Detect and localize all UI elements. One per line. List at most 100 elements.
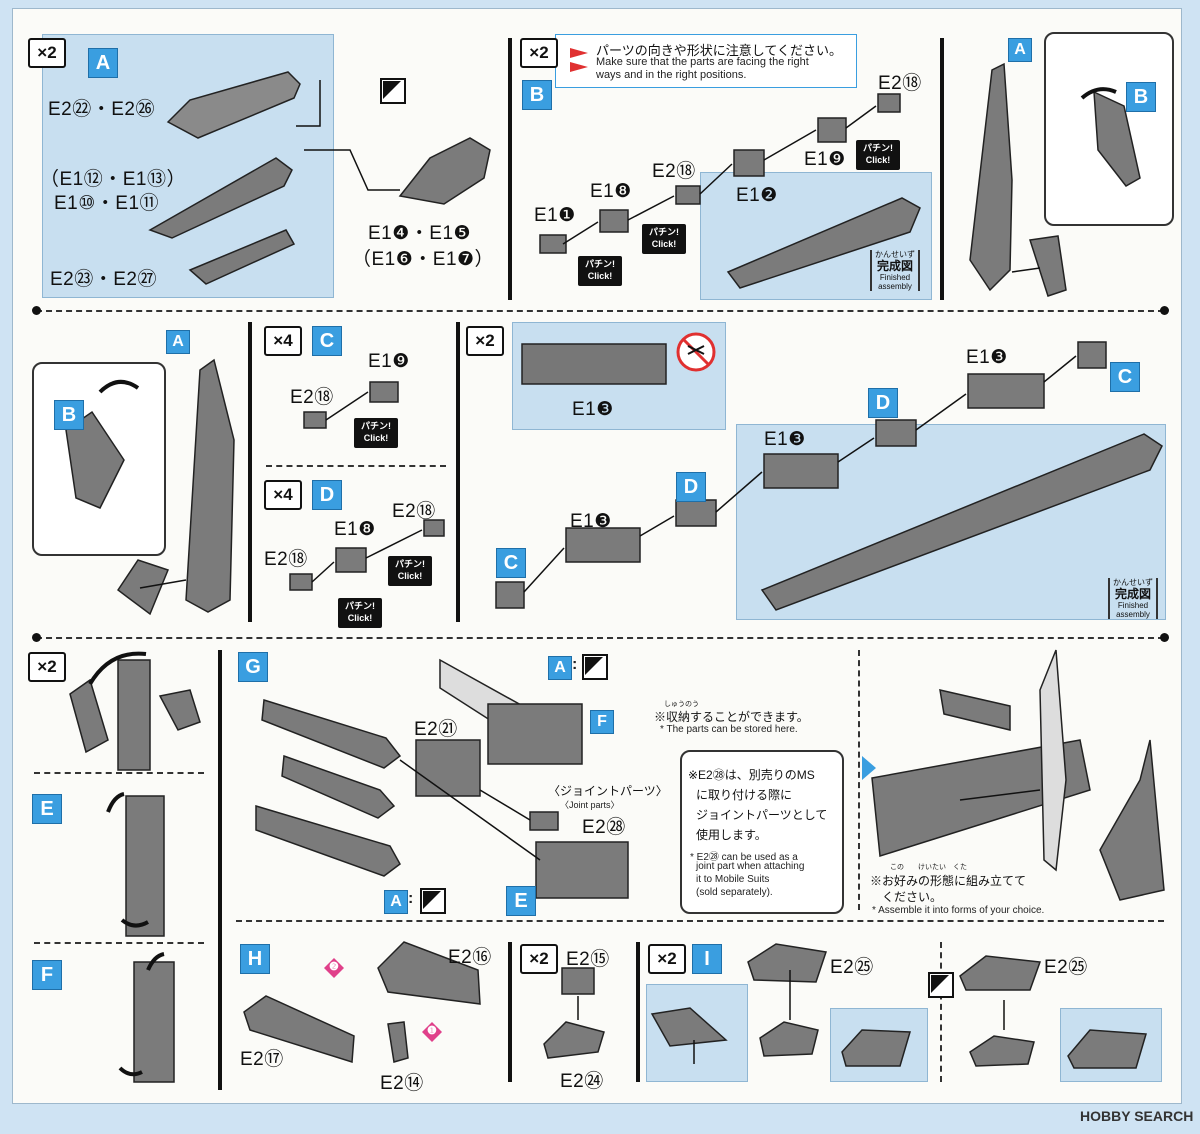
caution-en-1: Make sure that the parts are facing the …: [596, 56, 809, 68]
watermark: HOBBY SEARCH: [1080, 1108, 1194, 1124]
long-barrel-2: [185, 358, 235, 613]
qty-x2: ×2: [28, 38, 66, 68]
finished-assembly-label: かんせいず 完成図 Finished assembly: [1108, 578, 1158, 619]
step-e-badge: E: [506, 886, 536, 916]
part-label: E1❸: [966, 347, 1008, 368]
part-label: E2㉑: [414, 719, 458, 740]
fold-arrow: [88, 651, 147, 686]
choice-kana: この けいたい くた: [890, 864, 967, 871]
click-badge: パチン!Click!: [642, 224, 686, 254]
step-divider: [508, 38, 512, 300]
step-g-badge: G: [238, 652, 268, 682]
qty-x4: ×4: [264, 480, 302, 510]
step-c-badge: C: [496, 548, 526, 578]
part-label: E1❸: [570, 511, 612, 532]
qty-x2: ×2: [520, 944, 558, 974]
row-divider-1: [36, 310, 1164, 312]
joint-note-2: に取り付ける際に: [696, 788, 793, 802]
part-label: E1❽: [334, 519, 376, 540]
sub-divider: [236, 920, 1164, 922]
choice-note-jp-2: ください。: [882, 890, 943, 904]
part-label: E2㉓・E2㉗: [50, 269, 157, 290]
mount-part: [398, 137, 491, 205]
step-b-badge: B: [522, 80, 552, 110]
leader-line: [304, 149, 400, 191]
step-divider: [218, 650, 222, 1090]
step-divider: [248, 322, 252, 622]
divider-dot: [1160, 306, 1169, 315]
part-label: E2⑯: [448, 947, 492, 968]
step-b-badge: B: [54, 400, 84, 430]
step-b-badge: B: [1126, 82, 1156, 112]
joint-parts-en: 〈Joint parts〉: [560, 800, 620, 810]
detail-part-2: [1029, 235, 1067, 297]
rifle-upper: [377, 941, 481, 1005]
divider-dot: [1160, 633, 1169, 642]
part-label: E1❸: [764, 429, 806, 450]
step-a-badge: A: [384, 890, 408, 914]
joint-note-en-1: * E2㉘ can be used as a: [690, 852, 798, 863]
part-label: （E1❻・E1❼）: [352, 249, 495, 270]
caution-jp: パーツの向きや形状に注意してください。: [596, 43, 842, 58]
part-label: E2⑰: [240, 1049, 284, 1070]
long-barrel: [969, 62, 1013, 292]
detail-part: [1093, 90, 1141, 187]
step-divider: [508, 942, 512, 1082]
sub-divider: [940, 942, 942, 1082]
colon: :: [572, 656, 578, 673]
part-label: E1❸: [572, 399, 614, 420]
click-badge: パチン!Click!: [856, 140, 900, 170]
click-badge: パチン!Click!: [338, 598, 382, 628]
cylinder-part: [166, 71, 301, 139]
joint-note-4: 使用します。: [696, 828, 767, 842]
click-badge: パチン!Click!: [388, 556, 432, 586]
part-label: E1❾: [804, 149, 846, 170]
storage-note-en: * The parts can be stored here.: [660, 724, 798, 735]
no-cut-icon: [676, 332, 716, 372]
step-e-badge: E: [32, 794, 62, 824]
qty-x2: ×2: [466, 326, 504, 356]
step-number-1: ❶: [427, 1025, 437, 1037]
part-label: E1❽: [590, 181, 632, 202]
step-f-badge: F: [590, 710, 614, 734]
detail-bubble-b: [1044, 32, 1174, 226]
part-label: E2⑱: [264, 549, 308, 570]
part-label: E2㉔: [560, 1071, 604, 1092]
leader-line: [296, 80, 321, 127]
joint-note-box: [680, 750, 844, 914]
colon: :: [408, 890, 414, 907]
rifle-body: [243, 995, 355, 1063]
sub-divider: [858, 650, 860, 910]
grip-part: [188, 229, 296, 285]
part-label: E1❹・E1❺: [368, 223, 472, 244]
alt-version-icon: [928, 972, 954, 998]
sub-divider: [34, 772, 204, 774]
choice-note-en: * Assemble it into forms of your choice.: [872, 905, 1045, 916]
part-label: E1❶: [534, 205, 576, 226]
part-label: E2㉕: [830, 957, 874, 978]
qty-x2: ×2: [28, 652, 66, 682]
part-label: E2⑱: [392, 501, 436, 522]
step-a-badge: A: [166, 330, 190, 354]
step-d-badge: D: [312, 480, 342, 510]
barrel-g2: [281, 754, 396, 819]
step-a-badge: A: [548, 656, 572, 680]
step-a-badge: A: [88, 48, 118, 78]
part-label: E2⑱: [290, 387, 334, 408]
finished-assembly-label: かんせいず 完成図 Finished assembly: [870, 250, 920, 291]
click-badge: パチン!Click!: [354, 418, 398, 448]
step-i-badge: I: [692, 944, 722, 974]
part-label: E2⑱: [878, 73, 922, 94]
alt-version-icon: [582, 654, 608, 680]
joint-note-en-2: joint part when attaching: [696, 861, 805, 872]
step-divider: [456, 322, 460, 622]
joint-note-1: ※E2㉘は、別売りのMS: [688, 768, 815, 782]
part-label: E1❷: [736, 185, 778, 206]
part-label: E2㉕: [1044, 957, 1088, 978]
cylinder-g: [255, 804, 401, 877]
grip: [387, 1021, 409, 1063]
click-badge: パチン!Click!: [578, 256, 622, 286]
finished-beam-2: [760, 433, 1163, 611]
step-h-badge: H: [240, 944, 270, 974]
